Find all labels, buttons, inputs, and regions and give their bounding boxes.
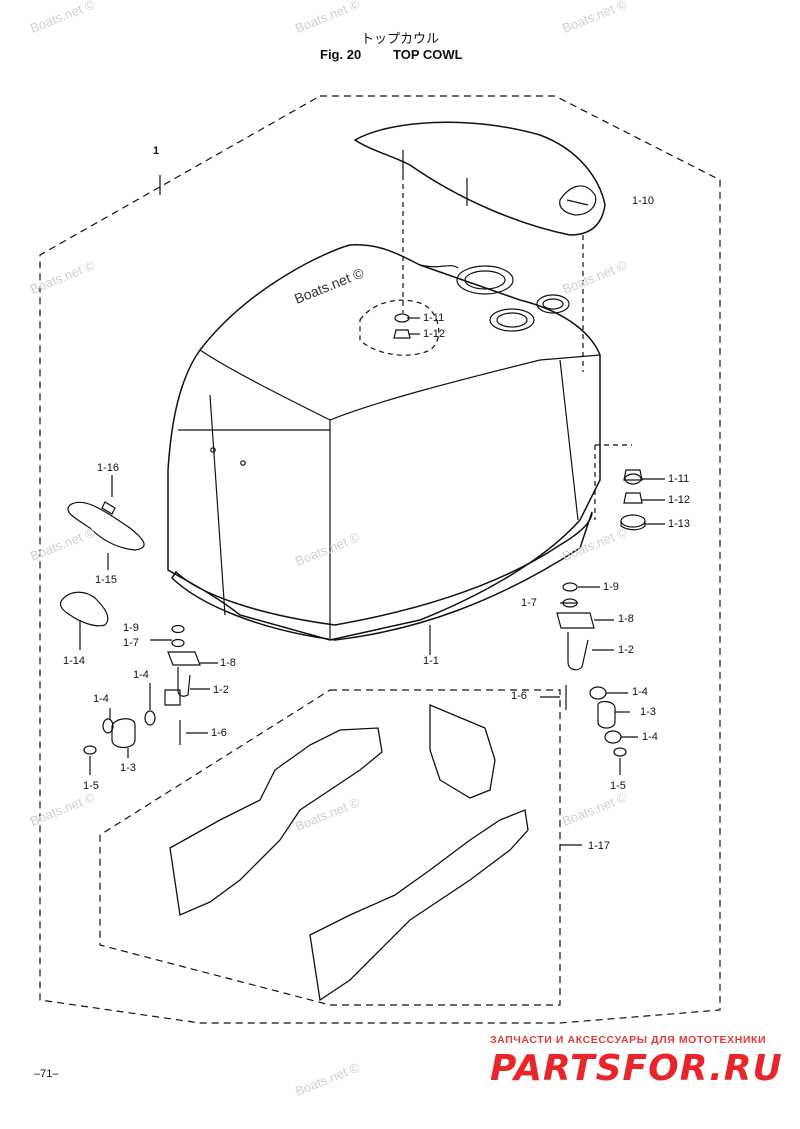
callout-1-1: 1-1 <box>423 655 439 667</box>
callout-1-5-right: 1-5 <box>610 780 626 792</box>
top-cover-1-10 <box>353 121 606 236</box>
callout-1-2-right: 1-2 <box>618 644 634 656</box>
callout-1-2-left: 1-2 <box>213 684 229 696</box>
callout-1-10: 1-10 <box>632 195 655 207</box>
title-japanese: トップカウル <box>360 32 439 47</box>
callout-1-12: 1-12 <box>423 328 446 340</box>
callout-1-7-left: 1-7 <box>123 637 139 649</box>
callout-1-8-left: 1-8 <box>220 657 236 669</box>
figure-title: TOP COWL <box>393 47 463 62</box>
page-number: –71– <box>34 1068 59 1080</box>
liner-group-boundary <box>99 689 561 1006</box>
callout-1-4-right-a: 1-4 <box>632 686 648 698</box>
figure-number: Fig. 20 <box>320 47 362 62</box>
callout-1-14: 1-14 <box>63 655 86 667</box>
callout-1-4-left-a: 1-4 <box>133 669 149 681</box>
callout-1-9-left: 1-9 <box>123 622 139 634</box>
callout-1-13: 1-13 <box>668 518 691 530</box>
callout-1-5-left: 1-5 <box>83 780 99 792</box>
callout-1-17: 1-17 <box>588 840 611 852</box>
callout-1-7-right: 1-7 <box>521 597 537 609</box>
callout-1-15: 1-15 <box>95 574 118 586</box>
callout-1-4-right-b: 1-4 <box>642 731 658 743</box>
callout-1-11-right: 1-11 <box>668 473 690 485</box>
callout-1-16: 1-16 <box>97 462 120 474</box>
callout-1-6-right: 1-6 <box>511 690 527 702</box>
callout-1-6-left: 1-6 <box>211 727 227 739</box>
assembly-boundary <box>39 95 721 1024</box>
brand-tagline: ЗАПЧАСТИ И АКСЕССУАРЫ ДЛЯ МОТОТЕХНИКИ <box>490 1034 767 1046</box>
callout-1: 1 <box>153 145 160 157</box>
top-cowl-body <box>167 244 601 641</box>
callout-1-4-left-b: 1-4 <box>93 693 109 705</box>
callout-1-8-right: 1-8 <box>618 613 634 625</box>
hook-1-15 <box>67 501 145 551</box>
callout-1-11: 1-11 <box>423 312 445 324</box>
callout-1-3-right: 1-3 <box>640 706 656 718</box>
callout-1-3-left: 1-3 <box>120 762 136 774</box>
callout-1-12-right: 1-12 <box>668 494 691 506</box>
cover-1-14 <box>59 591 109 627</box>
intake-ports <box>419 264 570 332</box>
callout-1-9-right: 1-9 <box>603 581 619 593</box>
brand-logo: PARTSFOR.RU <box>490 1048 783 1089</box>
liner-sheets-1-17 <box>169 704 529 1002</box>
